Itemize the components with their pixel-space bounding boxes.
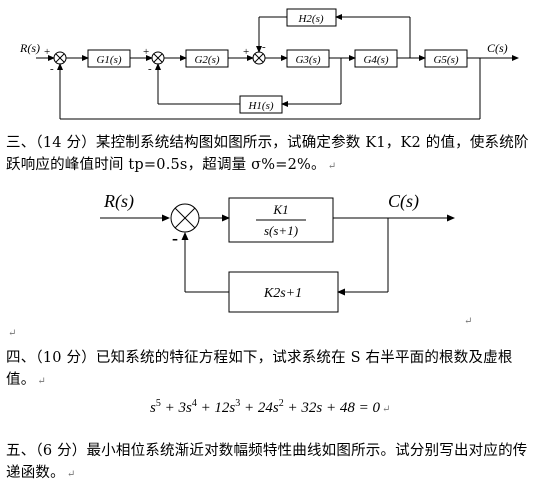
d2-output-label: C(s) [388, 191, 419, 212]
block-diagram-2: R(s) C(s) K1 s(s+1) K2s+1 - ↵ [100, 191, 472, 327]
block-diagram-1: R(s) C(s) G1(s) G2(s) G3(s) G4(s) G5(s) … [19, 8, 519, 120]
forward-block [228, 197, 334, 243]
block-h2-label: H2(s) [297, 13, 323, 25]
return-mark-2: ↵ [8, 328, 17, 339]
question-5-text: 五、（6 分）最小相位系统渐近对数幅频特性曲线如图所示。试分别写出对应的传递函数… [6, 443, 528, 481]
sign-plus-1: + [44, 46, 50, 58]
sign-minus-1: - [50, 63, 54, 75]
block-g2-label: G2(s) [194, 54, 219, 66]
block-h1-label: H1(s) [247, 100, 273, 112]
question-3-text: 三、（14 分）某控制系统结构图如图所示，试确定参数 K1，K2 的值，使系统阶… [6, 135, 529, 173]
forward-denominator: s(s+1) [264, 223, 298, 238]
block-g1-label: G1(s) [96, 54, 121, 66]
sign-minus-main: - [172, 228, 178, 248]
return-mark-1: ↵ [464, 316, 472, 327]
sign-minus-2: - [148, 63, 152, 75]
sign-minus-3: - [262, 41, 266, 53]
feedback-label: K2s+1 [263, 286, 302, 301]
block-g4-label: G4(s) [363, 54, 388, 66]
question-5: 五、（6 分）最小相位系统渐近对数幅频特性曲线如图所示。试分别写出对应的传递函数… [6, 443, 528, 481]
d1-input-label: R(s) [19, 41, 40, 55]
d2-input-label: R(s) [103, 191, 134, 212]
question-4: 四、（10 分）已知系统的特征方程如下，试求系统在 S 右半平面的根数及虚根值。… [6, 350, 513, 388]
sign-plus-3: + [243, 46, 249, 58]
characteristic-equation: s5 + 3s4 + 12s3 + 24s2 + 32s + 48 = 0↵ [150, 398, 391, 416]
block-g3-label: G3(s) [295, 54, 320, 66]
question-4-text: 四、（10 分）已知系统的特征方程如下，试求系统在 S 右半平面的根数及虚根值。 [6, 350, 513, 388]
d1-output-label: C(s) [487, 41, 508, 55]
block-g5-label: G5(s) [433, 54, 458, 66]
question-3: 三、（14 分）某控制系统结构图如图所示，试确定参数 K1，K2 的值，使系统阶… [6, 135, 529, 173]
sign-plus-2: + [143, 46, 149, 58]
forward-numerator: K1 [272, 202, 288, 217]
